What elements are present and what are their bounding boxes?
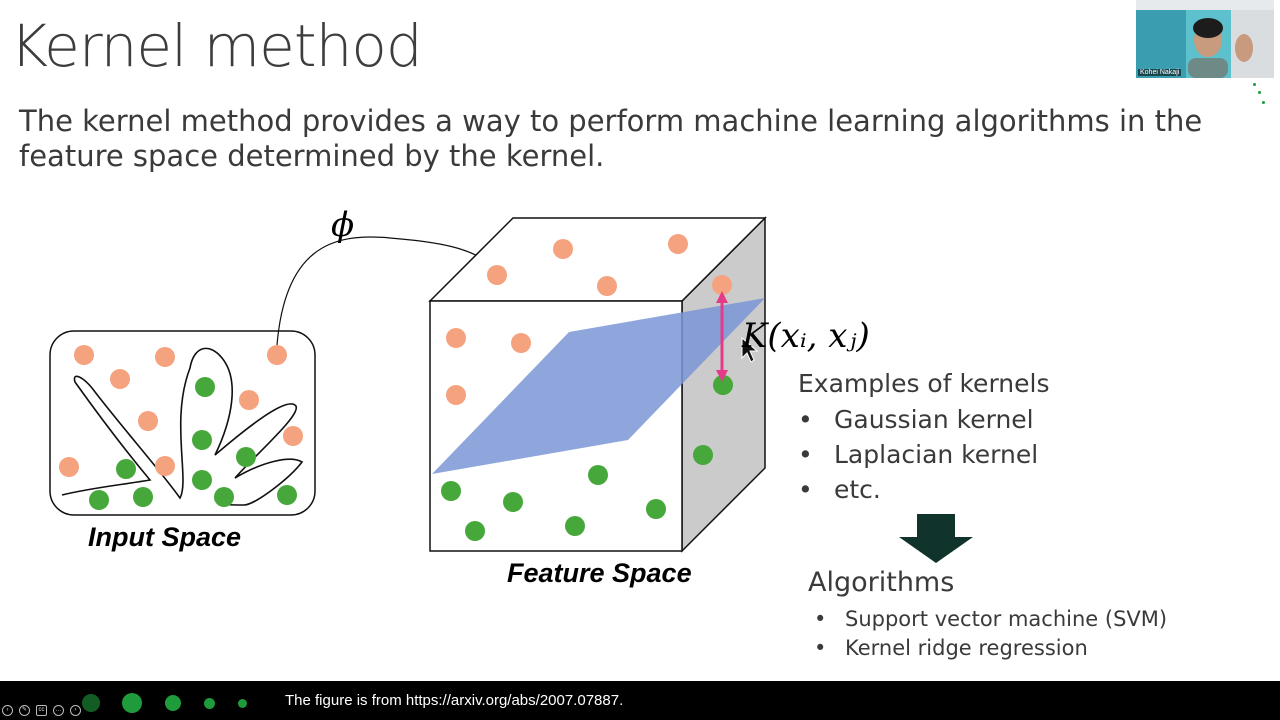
orange-point — [267, 345, 287, 365]
phi-mapping-arrow — [276, 236, 491, 346]
green-point — [588, 465, 608, 485]
kernel-item: etc. — [798, 475, 1049, 510]
green-point — [713, 375, 733, 395]
mouse-cursor — [741, 336, 759, 363]
algorithm-list: Support vector machine (SVM) Kernel ridg… — [808, 607, 1167, 665]
orange-point — [110, 369, 130, 389]
decor-dot — [1258, 91, 1261, 94]
orange-point — [668, 234, 688, 254]
decor-dot — [82, 694, 100, 712]
green-point — [116, 459, 136, 479]
green-point — [236, 447, 256, 467]
input-space-label: Input Space — [88, 522, 242, 552]
green-point — [693, 445, 713, 465]
decision-boundary — [61, 347, 304, 506]
kernel-item: Laplacian kernel — [798, 440, 1049, 475]
slide-title: Kernel method — [10, 12, 423, 80]
green-point — [465, 521, 485, 541]
algorithms-section: Algorithms Support vector machine (SVM) … — [808, 567, 1167, 665]
orange-point — [283, 426, 303, 446]
captions-icon[interactable]: cc — [36, 705, 47, 716]
green-point — [192, 430, 212, 450]
participant-name: Kohei Nakaji — [1138, 69, 1182, 76]
green-point — [195, 377, 215, 397]
orange-point — [239, 390, 259, 410]
orange-point — [446, 385, 466, 405]
kernel-list: Gaussian kernel Laplacian kernel etc. — [798, 405, 1049, 510]
separating-plane — [432, 298, 765, 474]
intro-line-1: The kernel method provides a way to perf… — [19, 104, 1203, 138]
pen-tool-icon[interactable]: ✎ — [19, 705, 30, 716]
green-point — [133, 487, 153, 507]
green-point — [277, 485, 297, 505]
phi-label: ϕ — [331, 205, 355, 245]
decor-dot — [122, 693, 142, 713]
kernel-arrow-head-up — [716, 291, 728, 303]
orange-point — [446, 328, 466, 348]
orange-point — [138, 411, 158, 431]
orange-point — [487, 265, 507, 285]
decor-dot — [165, 695, 181, 711]
decor-dot — [1262, 101, 1265, 104]
more-options-icon[interactable]: … — [53, 705, 64, 716]
green-point — [214, 487, 234, 507]
orange-point — [74, 345, 94, 365]
feature-space-label: Feature Space — [507, 558, 692, 588]
caption-bar: ‹ ✎ cc … › The figure is from https://ar… — [0, 681, 1280, 720]
kernel-item: Gaussian kernel — [798, 405, 1049, 440]
algorithm-item: Kernel ridge regression — [808, 636, 1167, 665]
green-point — [441, 481, 461, 501]
algorithms-heading: Algorithms — [808, 567, 955, 598]
orange-point — [59, 457, 79, 477]
down-arrow — [899, 514, 973, 563]
decor-dot — [204, 698, 215, 709]
previous-slide-icon[interactable]: ‹ — [2, 705, 13, 716]
participant-video[interactable]: Kohei Nakaji — [1136, 0, 1274, 78]
orange-point — [553, 239, 573, 259]
orange-point — [597, 276, 617, 296]
intro-line-2: feature space determined by the kernel. — [19, 139, 605, 173]
kernel-arrow-head-down — [716, 370, 728, 382]
orange-point — [511, 333, 531, 353]
orange-point — [155, 347, 175, 367]
kernel-examples-heading: Examples of kernels — [798, 369, 1050, 398]
green-point — [503, 492, 523, 512]
algorithm-item: Support vector machine (SVM) — [808, 607, 1167, 636]
next-slide-icon[interactable]: › — [70, 705, 81, 716]
intro-text: The kernel method provides a way to perf… — [19, 104, 1219, 174]
decor-dot — [1253, 83, 1256, 86]
input-space-points — [59, 345, 303, 510]
kernel-examples: Examples of kernels Gaussian kernel Lapl… — [798, 369, 1049, 510]
video-scene — [1136, 0, 1274, 78]
kernel-function-label: K(xᵢ, xⱼ) — [742, 316, 870, 356]
orange-point — [155, 456, 175, 476]
orange-point — [712, 275, 732, 295]
figure-source-caption: The figure is from https://arxiv.org/abs… — [285, 692, 624, 709]
green-point — [565, 516, 585, 536]
green-point — [89, 490, 109, 510]
green-point — [192, 470, 212, 490]
decor-dot — [238, 699, 247, 708]
green-point — [646, 499, 666, 519]
